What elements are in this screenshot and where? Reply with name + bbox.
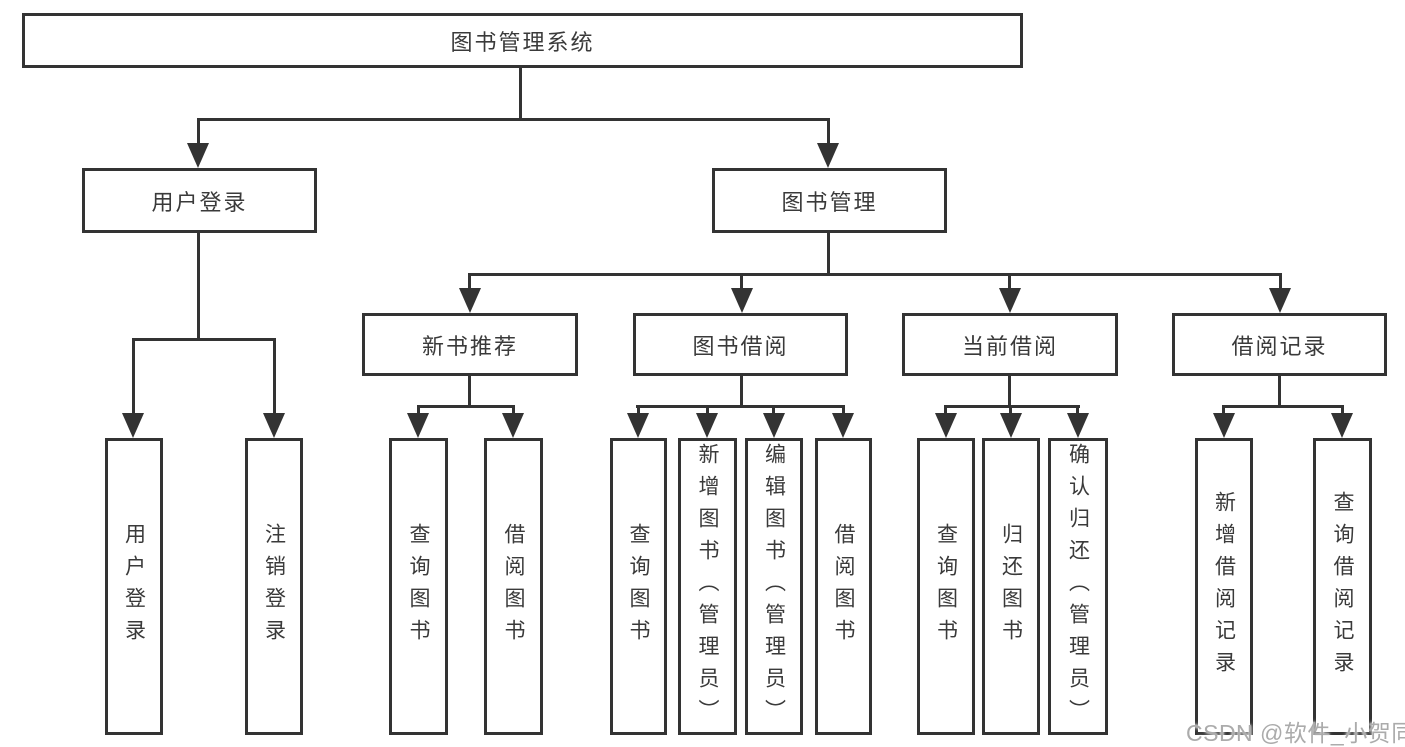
connector-bar (417, 405, 515, 408)
arrow-down-icon (122, 413, 144, 438)
node-current-borrowing-label: 当前借阅 (961, 333, 1058, 359)
leaf-borrow-books-recommend-label: 借阅图书 (502, 522, 525, 651)
leaf-edit-books-admin: 编辑图书（管理员） (745, 438, 803, 735)
connector-stem (468, 273, 471, 293)
leaf-return-books: 归还图书 (982, 438, 1040, 735)
leaf-add-books-admin-label: 新增图书（管理员） (696, 442, 719, 731)
node-borrowing-records-label: 借阅记录 (1231, 333, 1328, 359)
connector-book-mgmt-stub (827, 233, 830, 276)
connector-bar (944, 405, 1080, 408)
leaf-query-books-current-label: 查询图书 (934, 522, 958, 651)
arrow-down-icon (696, 413, 718, 438)
connector-stem (1279, 273, 1282, 293)
connector-stem (512, 405, 515, 417)
arrow-down-icon (459, 288, 481, 313)
arrow-down-icon (263, 413, 285, 438)
node-book-borrowing-label: 图书借阅 (692, 333, 789, 359)
node-book-borrowing: 图书借阅 (633, 313, 848, 376)
connector-stem (740, 273, 743, 293)
arrow-down-icon (502, 413, 524, 438)
connector-stem (1222, 405, 1225, 417)
leaf-logout: 注销登录 (245, 438, 303, 735)
arrow-down-icon (1269, 288, 1291, 313)
connector-stem (1076, 405, 1079, 417)
leaf-borrow-books: 借阅图书 (815, 438, 872, 735)
leaf-query-books-recommend: 查询图书 (389, 438, 448, 735)
node-new-book-recommendation-label: 新书推荐 (421, 333, 518, 359)
connector-bar (1222, 405, 1344, 408)
node-library-system: 图书管理系统 (22, 13, 1023, 68)
leaf-query-borrow-record-label: 查询借阅记录 (1331, 490, 1354, 683)
leaf-return-books-label: 归还图书 (999, 522, 1023, 651)
arrow-down-icon (1213, 413, 1235, 438)
node-library-system-label: 图书管理系统 (450, 29, 595, 55)
node-current-borrowing: 当前借阅 (902, 313, 1118, 376)
connector-stem (637, 405, 640, 417)
connector-root-stub (519, 68, 522, 121)
connector-stub (740, 376, 743, 408)
connector-stem (273, 338, 276, 416)
connector-user-login-bar (132, 338, 276, 341)
connector-stem (132, 338, 135, 416)
leaf-edit-books-admin-label: 编辑图书（管理员） (762, 442, 786, 731)
connector-stem (944, 405, 947, 417)
arrow-down-icon (935, 413, 957, 438)
leaf-borrow-books-recommend: 借阅图书 (484, 438, 543, 735)
arrow-down-icon (731, 288, 753, 313)
arrow-down-icon (407, 413, 429, 438)
node-user-login-label: 用户登录 (151, 189, 248, 215)
connector-stem (1341, 405, 1344, 417)
connector-stem (706, 405, 709, 417)
leaf-logout-label: 注销登录 (262, 522, 286, 651)
arrow-down-icon (763, 413, 785, 438)
leaf-borrow-books-label: 借阅图书 (832, 522, 855, 651)
leaf-query-borrow-record: 查询借阅记录 (1313, 438, 1372, 735)
node-new-book-recommendation: 新书推荐 (362, 313, 578, 376)
leaf-confirm-return-admin: 确认归还（管理员） (1048, 438, 1108, 735)
connector-user-login-stub (197, 233, 200, 340)
connector-stem (842, 405, 845, 417)
arrow-down-icon (187, 143, 209, 168)
arrow-down-icon (1067, 413, 1089, 438)
leaf-add-borrow-record-label: 新增借阅记录 (1212, 490, 1236, 683)
leaf-query-books-recommend-label: 查询图书 (407, 522, 430, 651)
connector-stub (1008, 376, 1011, 408)
arrow-down-icon (832, 413, 854, 438)
node-borrowing-records: 借阅记录 (1172, 313, 1387, 376)
leaf-query-books-current: 查询图书 (917, 438, 975, 735)
leaf-user-login-label: 用户登录 (122, 522, 146, 651)
arrow-down-icon (817, 143, 839, 168)
node-book-management-label: 图书管理 (781, 189, 878, 215)
connector-level1-bar (197, 118, 830, 121)
connector-stem (1008, 273, 1011, 293)
connector-stem (197, 118, 200, 146)
leaf-confirm-return-admin-label: 确认归还（管理员） (1066, 442, 1090, 731)
leaf-query-books-borrow-label: 查询图书 (627, 522, 650, 651)
connector-stem (1009, 405, 1012, 417)
connector-level2-bar (468, 273, 1282, 276)
leaf-add-books-admin: 新增图书（管理员） (678, 438, 737, 735)
node-book-management: 图书管理 (712, 168, 947, 233)
connector-stub (468, 376, 471, 408)
node-user-login: 用户登录 (82, 168, 317, 233)
leaf-user-login: 用户登录 (105, 438, 163, 735)
connector-stem (827, 118, 830, 146)
arrow-down-icon (1000, 413, 1022, 438)
leaf-query-books-borrow: 查询图书 (610, 438, 667, 735)
arrow-down-icon (999, 288, 1021, 313)
arrow-down-icon (1331, 413, 1353, 438)
leaf-add-borrow-record: 新增借阅记录 (1195, 438, 1253, 735)
arrow-down-icon (627, 413, 649, 438)
connector-stem (772, 405, 775, 417)
csdn-watermark: CSDN @软件_小贺同学 (1186, 720, 1405, 746)
connector-stem (417, 405, 420, 417)
connector-bar (636, 405, 845, 408)
connector-stub (1278, 376, 1281, 408)
